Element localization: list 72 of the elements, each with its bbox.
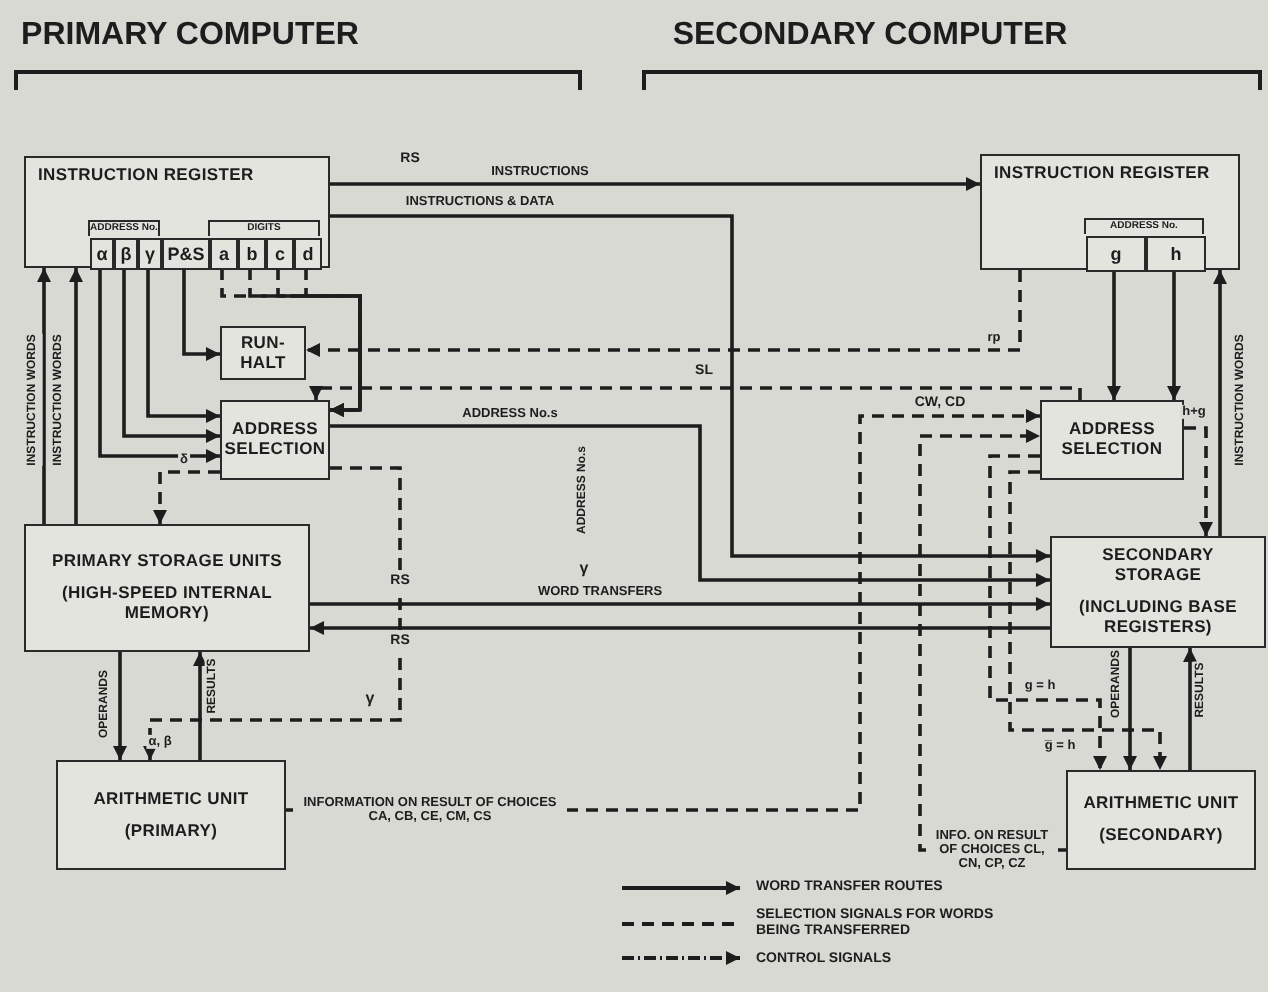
transfer-arrow [98, 268, 220, 463]
box-label: RUN- HALT [238, 333, 288, 373]
field-symbol: h [1170, 243, 1182, 265]
signal-line [143, 466, 402, 760]
transfer-arrow [310, 621, 1050, 635]
box-label: (INCLUDING BASE REGISTERS) [1076, 598, 1240, 638]
unit-box [1050, 536, 1266, 648]
transfer-arrow [69, 268, 83, 524]
transfer-arrow [330, 424, 1050, 587]
field-symbol: c [274, 243, 285, 265]
transfer-arrow [1183, 648, 1197, 770]
signal-line [306, 270, 1022, 357]
unit-box [980, 154, 1240, 270]
unit-box [24, 156, 330, 268]
transfer-arrow [310, 597, 1050, 611]
register-field [1146, 236, 1206, 272]
field-symbol: g [1110, 243, 1122, 265]
unit-box [24, 524, 310, 652]
signal-line [304, 268, 362, 417]
box-label: (PRIMARY) [124, 821, 218, 841]
transfer-arrow [146, 268, 220, 423]
register-field [138, 238, 162, 270]
unit-box [56, 760, 286, 870]
register-field [294, 238, 322, 270]
signal-line [988, 454, 1107, 770]
register-field [266, 238, 294, 270]
unit-box [220, 326, 306, 380]
register-field [114, 238, 138, 270]
field-symbol: a [218, 243, 229, 265]
register-field [210, 238, 238, 270]
register-field [1086, 236, 1146, 272]
box-label: ARITHMETIC UNIT [1083, 794, 1239, 814]
box-label: INSTRUCTION REGISTER [38, 166, 254, 186]
signal-line [309, 386, 1082, 400]
box-label: ADDRESS SELECTION [224, 420, 326, 460]
field-symbol: P&S [167, 243, 205, 265]
box-label: INSTRUCTION REGISTER [994, 164, 1210, 184]
signal-line [1184, 426, 1213, 536]
signal-label: γ [577, 561, 591, 579]
field-symbol: γ [144, 243, 155, 265]
transfer-arrow [330, 214, 1050, 563]
register-field [238, 238, 266, 270]
box-label: (SECONDARY) [1099, 826, 1223, 846]
signal-label: γ [363, 691, 377, 709]
transfer-arrow [330, 177, 980, 191]
transfer-arrow [122, 268, 220, 443]
box-label: (HIGH-SPEED INTERNAL MEMORY) [59, 584, 275, 624]
transfer-arrow [1213, 270, 1227, 536]
section-heading: SECONDARY COMPUTER [670, 18, 1070, 54]
field-symbol: b [246, 243, 258, 265]
box-label: ADDRESS SELECTION [1059, 420, 1165, 460]
unit-box [220, 400, 330, 480]
transfer-arrow [1107, 270, 1121, 400]
transfer-arrow [182, 268, 220, 361]
register-field [90, 238, 114, 270]
transfer-arrow [37, 268, 51, 524]
signal-line [1008, 470, 1167, 770]
transfer-arrow [193, 652, 207, 760]
unit-box [1066, 770, 1256, 870]
section-heading: PRIMARY COMPUTER [19, 18, 361, 54]
box-label: ARITHMETIC UNIT [93, 789, 249, 809]
transfer-arrow [1123, 648, 1137, 770]
box-label: PRIMARY STORAGE UNITS [51, 552, 283, 573]
field-symbol: β [120, 243, 132, 265]
transfer-arrow [113, 652, 127, 760]
unit-box [1040, 400, 1184, 480]
box-label: SECONDARY STORAGE [1100, 546, 1216, 586]
signal-line [276, 268, 362, 417]
field-symbol: d [302, 243, 314, 265]
transfer-arrow [1167, 270, 1181, 400]
field-symbol: α [96, 243, 108, 265]
signal-line [153, 470, 220, 524]
